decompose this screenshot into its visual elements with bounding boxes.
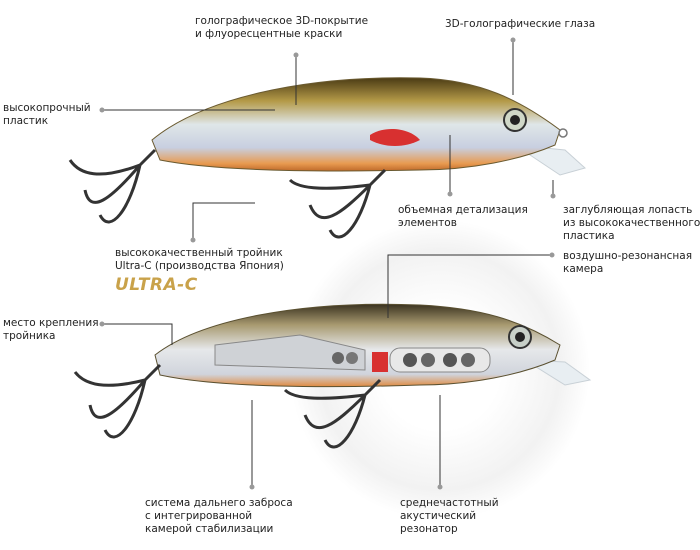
leader-lines	[102, 40, 554, 487]
leader-dots	[99, 37, 556, 490]
label-eyes: 3D-голографические глаза	[445, 18, 596, 30]
lure-bottom	[73, 303, 592, 449]
lure-top	[68, 77, 587, 239]
ultra-c-logo: ULTRA-C	[115, 275, 198, 295]
